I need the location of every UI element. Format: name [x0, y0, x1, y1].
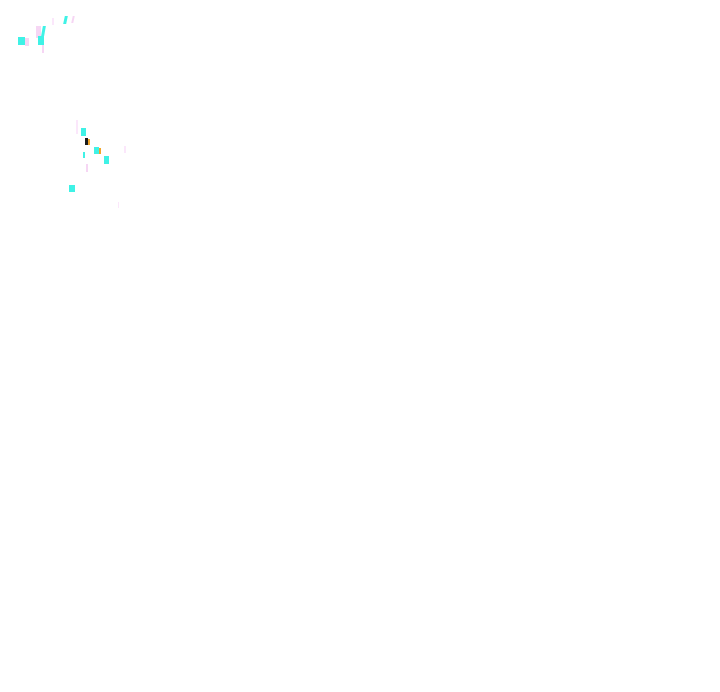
pixel-artifact-cluster-middle	[64, 116, 130, 208]
artifact-cyan	[94, 147, 99, 154]
artifact-pink	[71, 16, 75, 23]
artifact-dark	[85, 138, 88, 145]
artifact-cyan	[38, 36, 44, 45]
artifact-pink	[36, 26, 41, 38]
artifact-pink	[86, 164, 88, 172]
artifact-pink	[118, 202, 119, 208]
artifact-pink	[42, 45, 44, 53]
artifact-pink	[25, 38, 29, 46]
artifact-pink	[52, 18, 54, 25]
artifact-cyan	[41, 26, 46, 36]
artifact-orange	[99, 148, 101, 154]
artifact-cyan	[69, 185, 75, 192]
artifact-cyan	[81, 128, 86, 136]
pixel-artifact-cluster-top	[14, 10, 84, 56]
artifact-cyan	[63, 16, 68, 24]
artifact-cyan	[104, 156, 109, 164]
artifact-cyan	[18, 37, 25, 45]
artifact-orange	[88, 139, 90, 145]
artifact-pink	[124, 146, 126, 153]
artifact-pink	[76, 120, 78, 134]
artifact-cyan	[83, 152, 85, 158]
